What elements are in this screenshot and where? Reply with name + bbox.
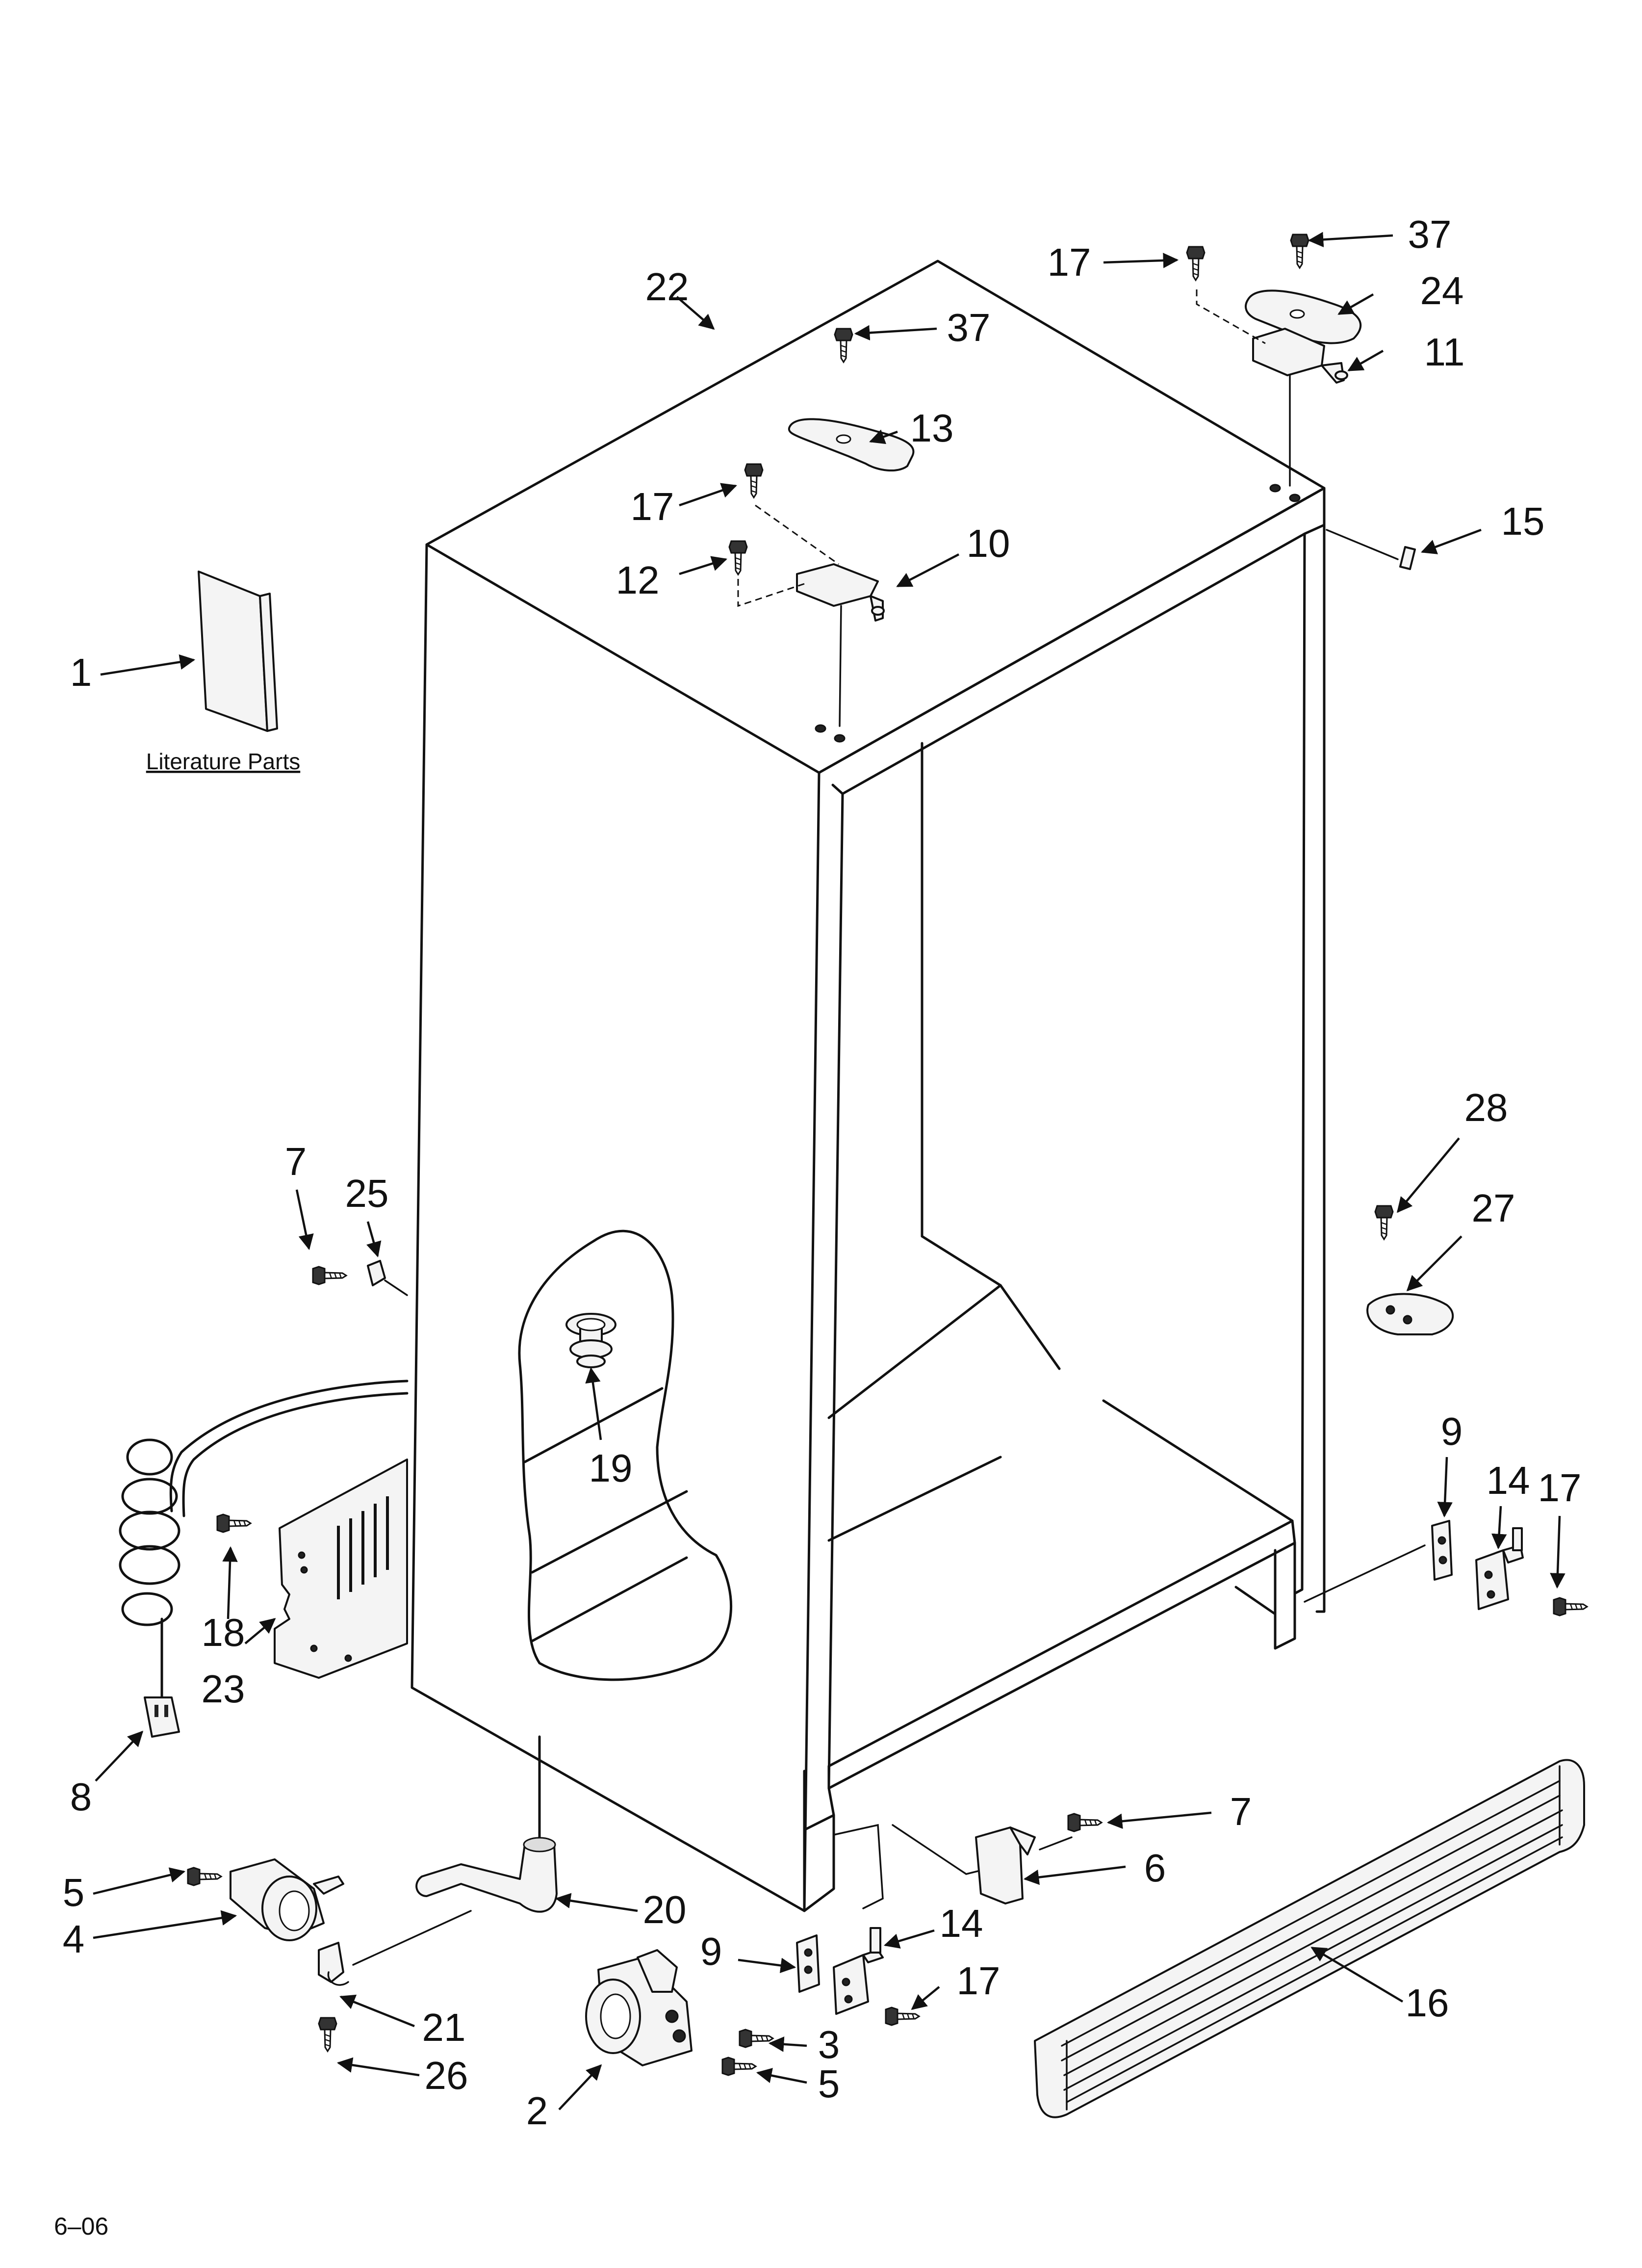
callout-8: 8 (70, 1775, 92, 1819)
callout-12: 12 (616, 558, 660, 602)
left-side-parts (119, 1260, 558, 2052)
literature-parts-label: Literature Parts (146, 749, 300, 774)
screw-17-top-left (744, 463, 764, 498)
screw-18 (216, 1513, 252, 1533)
callout-22: 22 (645, 265, 689, 309)
callout-13: 13 (910, 406, 954, 450)
callout-3: 3 (818, 2023, 840, 2066)
callout-4: 4 (63, 1917, 85, 1961)
screw-17-bottom (885, 2007, 920, 2026)
screw-37-top-left (834, 328, 853, 363)
callout-14-bottom: 14 (940, 1902, 983, 1945)
callout-11: 11 (1424, 330, 1464, 374)
callout-arrows (93, 232, 1565, 2111)
callout-10: 10 (967, 521, 1010, 565)
callout-14-right: 14 (1487, 1459, 1530, 1502)
callout-1: 1 (70, 651, 92, 694)
callout-9-right: 9 (1441, 1409, 1463, 1453)
callout-28: 28 (1464, 1086, 1508, 1129)
callout-23: 23 (202, 1667, 245, 1711)
callout-17-center: 17 (631, 485, 674, 528)
callout-24: 24 (1420, 269, 1464, 313)
screw-3 (739, 2029, 774, 2048)
top-hinge-right (1186, 234, 1362, 487)
bottom-right-parts (975, 1205, 1588, 2118)
screw-7-right (1067, 1813, 1103, 1832)
screw-5-left (187, 1867, 222, 1886)
callout-6: 6 (1144, 1846, 1166, 1890)
callout-9-bottom: 9 (700, 1929, 722, 1973)
screw-5-bottom (721, 2057, 757, 2076)
callout-27: 27 (1472, 1186, 1515, 1230)
callout-labels: 22 37 13 17 12 10 17 37 24 11 15 1 7 25 … (63, 212, 1582, 2133)
screw-17-right (1553, 1597, 1588, 1616)
roller-part-4 (230, 1858, 344, 1941)
callout-19: 19 (589, 1446, 633, 1490)
screw-28 (1374, 1205, 1394, 1240)
grommet-part-19 (565, 1313, 616, 1368)
callout-15: 15 (1501, 499, 1545, 543)
callout-5-bottom: 5 (818, 2062, 840, 2106)
callout-21: 21 (422, 2006, 466, 2049)
callout-25: 25 (345, 1172, 389, 1215)
clip-part-15 (1326, 529, 1416, 570)
callout-26: 26 (425, 2054, 468, 2097)
date-code: 6–06 (54, 2213, 108, 2240)
grille-part-16 (1034, 1759, 1585, 2118)
callout-18: 18 (202, 1611, 245, 1654)
callout-17-top-right: 17 (1048, 240, 1091, 284)
callout-17-right: 17 (1538, 1466, 1582, 1510)
callout-17-bottom: 17 (957, 1959, 1001, 2003)
callout-5-left: 5 (63, 1871, 85, 1914)
bottom-center-parts (585, 1927, 920, 2076)
screw-7-left (312, 1266, 347, 1285)
screw-26 (318, 2017, 337, 2052)
screw-17-top-right (1186, 246, 1206, 281)
callout-37-center: 37 (947, 306, 991, 349)
cutaway-window (518, 1229, 733, 1681)
callout-7-left: 7 (285, 1140, 307, 1183)
callout-2: 2 (526, 2089, 548, 2133)
top-hinge-left (728, 328, 915, 727)
screw-12-top-left (728, 540, 748, 575)
callout-16: 16 (1406, 1981, 1449, 2025)
callout-7-right: 7 (1230, 1790, 1252, 1833)
screw-37-top-right (1290, 234, 1309, 269)
callout-20: 20 (643, 1888, 687, 1931)
cabinet (410, 260, 1326, 1912)
literature-part-1: Literature Parts (146, 571, 300, 774)
callout-37-top-right: 37 (1408, 212, 1452, 256)
